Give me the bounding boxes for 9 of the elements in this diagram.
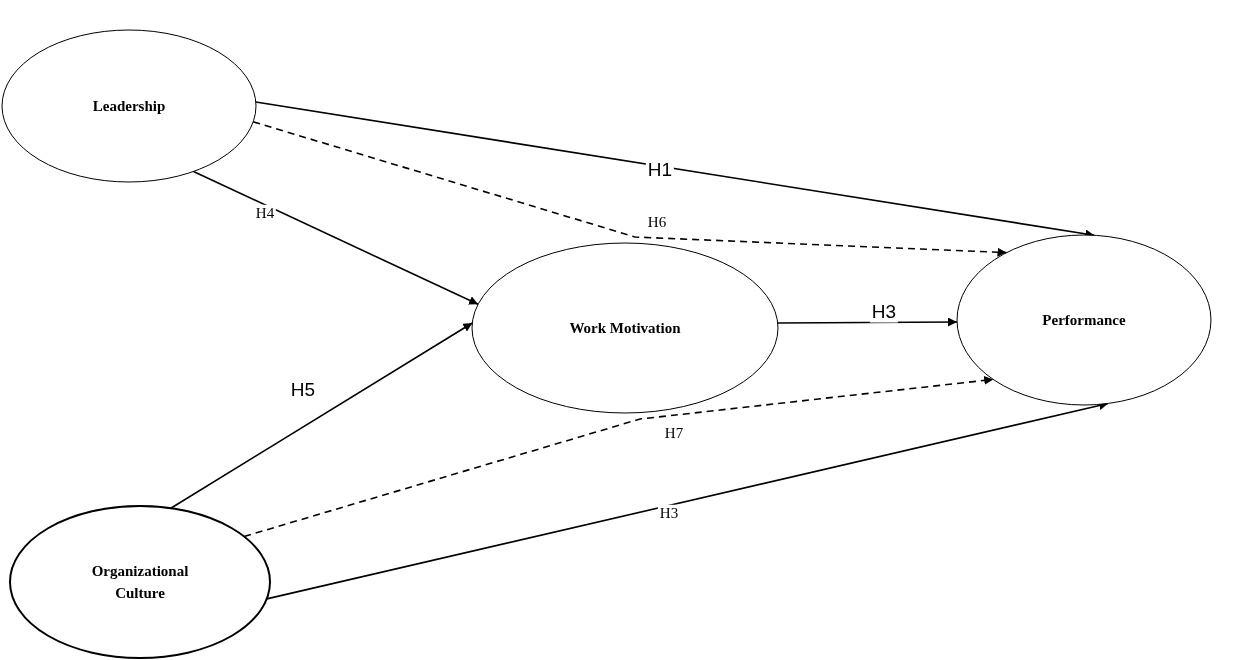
node-label: Organizational Culture — [90, 561, 190, 603]
node-label: Work Motivation — [569, 318, 681, 338]
arrow — [170, 322, 474, 509]
node-label: Performance — [1042, 310, 1126, 330]
arrow — [266, 401, 1109, 600]
arrow — [192, 170, 479, 306]
arrow — [252, 121, 1008, 257]
arrow — [243, 375, 994, 538]
node-label: Leadership — [92, 96, 166, 116]
